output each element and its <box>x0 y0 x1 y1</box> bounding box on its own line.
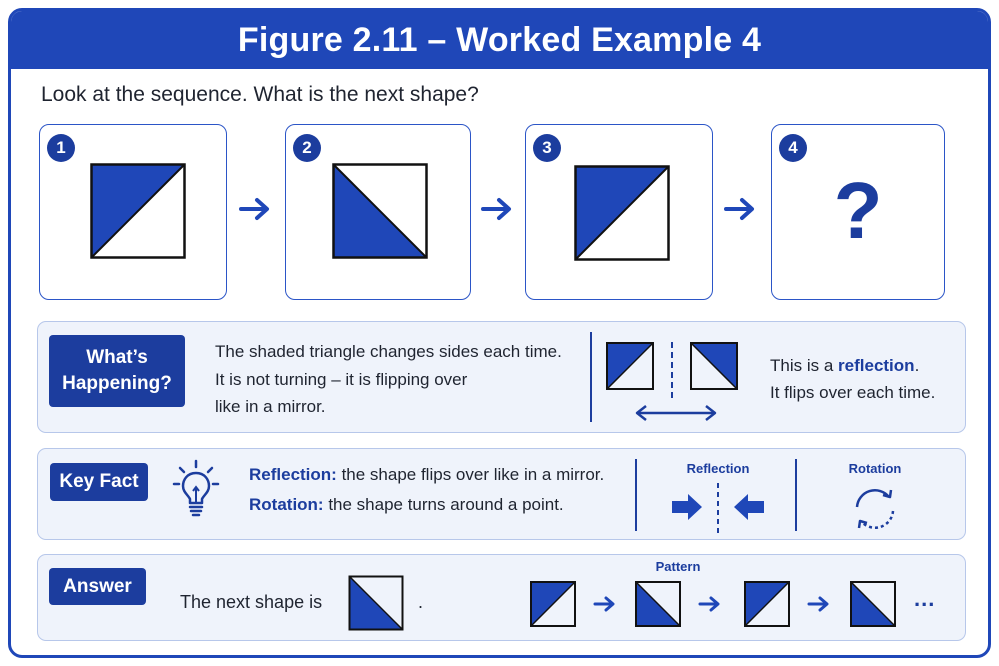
explanation-line-2: It is not turning – it is flipping over <box>215 370 468 389</box>
reflection-definition: Reflection: the shape flips over like in… <box>249 465 605 484</box>
pattern-shape-2-icon <box>635 581 681 627</box>
step-number-badge: 1 <box>47 134 75 162</box>
sequence-arrow-icon <box>239 198 269 220</box>
flip-note: It flips over each time. <box>770 383 936 402</box>
reflection-diagram-heading: Reflection <box>686 461 750 476</box>
pattern-shape-4-icon <box>850 581 896 627</box>
whats-happening-panel: What’s Happening? The shaded triangle ch… <box>37 321 966 433</box>
pattern-arrow-icon <box>807 596 829 612</box>
pattern-shape-1-icon <box>530 581 576 627</box>
key-fact-label: Key Fact <box>50 463 148 501</box>
divider <box>635 459 637 531</box>
sequence-card-3: 3 <box>525 124 713 300</box>
pattern-ellipsis: ... <box>914 586 936 611</box>
sequence-card-2: 2 <box>285 124 471 300</box>
rotation-arrows-icon <box>855 489 895 529</box>
whats-happening-label: What’s Happening? <box>49 335 185 407</box>
rotation-definition: Rotation: the shape turns around a point… <box>249 495 564 514</box>
pattern-heading: Pattern <box>655 559 701 574</box>
reflection-statement: This is a reflection. <box>770 356 920 375</box>
question-text: Look at the sequence. What is the next s… <box>41 83 479 106</box>
explanation-line-1: The shaded triangle changes sides each t… <box>215 342 562 361</box>
figure-title: Figure 2.11 – Worked Example 4 <box>11 11 988 69</box>
step-number-badge: 2 <box>293 134 321 162</box>
step-number-badge: 3 <box>533 134 561 162</box>
pattern-arrow-icon <box>593 596 615 612</box>
sequence-arrow-icon <box>724 198 754 220</box>
sequence-card-1: 1 <box>39 124 227 300</box>
divider <box>795 459 797 531</box>
explanation-line-3: like in a mirror. <box>215 397 326 416</box>
lightbulb-icon <box>172 459 220 517</box>
sequence-arrow-icon <box>481 198 511 220</box>
pattern-shape-3-icon <box>744 581 790 627</box>
square-shaded-top-left-icon <box>574 165 670 261</box>
divider <box>590 332 592 422</box>
figure-frame: Figure 2.11 – Worked Example 4 Look at t… <box>8 8 991 658</box>
square-shaded-top-left-icon <box>90 163 186 259</box>
step-number-badge: 4 <box>779 134 807 162</box>
answer-text: The next shape is <box>180 592 323 612</box>
answer-label: Answer <box>49 568 146 605</box>
key-fact-panel: Key Fact Reflection: the shape flips ove… <box>37 448 966 540</box>
answer-panel: Answer The next shape is . Pattern <box>37 554 966 641</box>
sequence-card-4: 4 ? <box>771 124 945 300</box>
answer-shape-icon <box>348 575 404 631</box>
pattern-arrow-icon <box>698 596 720 612</box>
mirror-reflection-icon <box>606 342 738 421</box>
reflection-arrows-icon <box>672 483 764 537</box>
rotation-diagram-heading: Rotation <box>848 461 902 476</box>
answer-period: . <box>418 592 424 612</box>
square-shaded-bottom-left-icon <box>332 163 428 259</box>
question-mark: ? <box>833 166 883 255</box>
